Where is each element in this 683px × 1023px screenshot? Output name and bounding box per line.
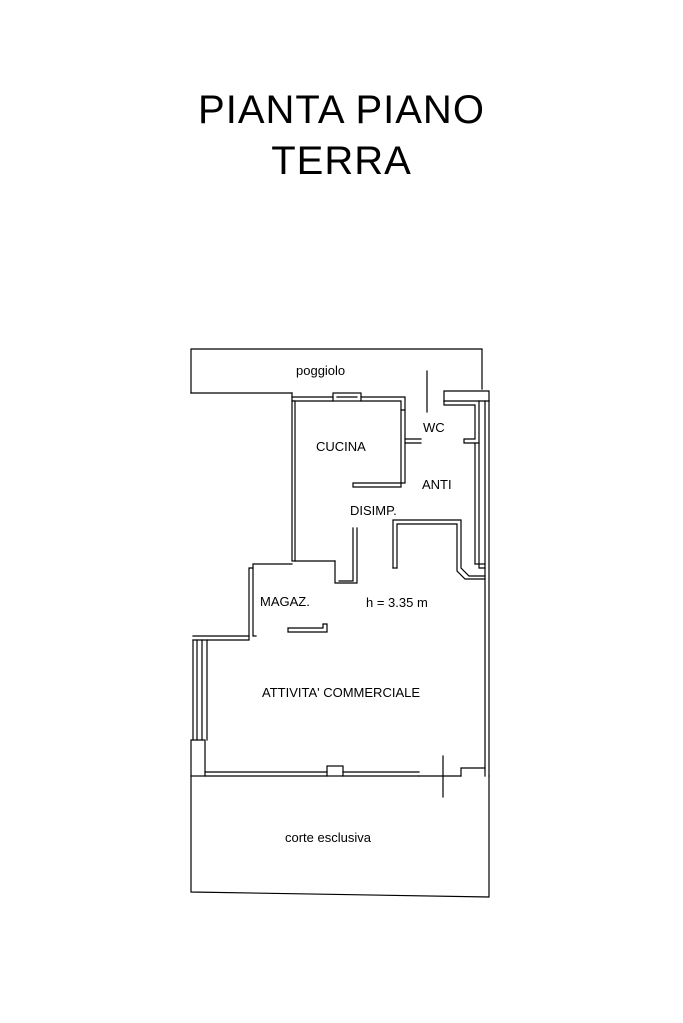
label-poggiolo: poggiolo bbox=[296, 363, 345, 378]
plan-title-line-1: PIANTA PIANO bbox=[198, 88, 485, 132]
label-attivita-commerciale: ATTIVITA' COMMERCIALE bbox=[262, 685, 420, 700]
label-anti: ANTI bbox=[422, 477, 452, 492]
label-disimp: DISIMP. bbox=[350, 503, 397, 518]
balcony-outline bbox=[190, 348, 483, 394]
label-wc: WC bbox=[423, 420, 445, 435]
label-cucina: CUCINA bbox=[316, 439, 366, 454]
plan-title-line-2: TERRA bbox=[271, 139, 412, 183]
label-magaz: MAGAZ. bbox=[260, 594, 310, 609]
exterior-walls bbox=[190, 390, 490, 777]
courtyard-outline bbox=[190, 775, 490, 898]
label-corte-esclusiva: corte esclusiva bbox=[285, 830, 372, 845]
label-height: h = 3.35 m bbox=[366, 595, 428, 610]
internal-walls bbox=[287, 370, 486, 798]
